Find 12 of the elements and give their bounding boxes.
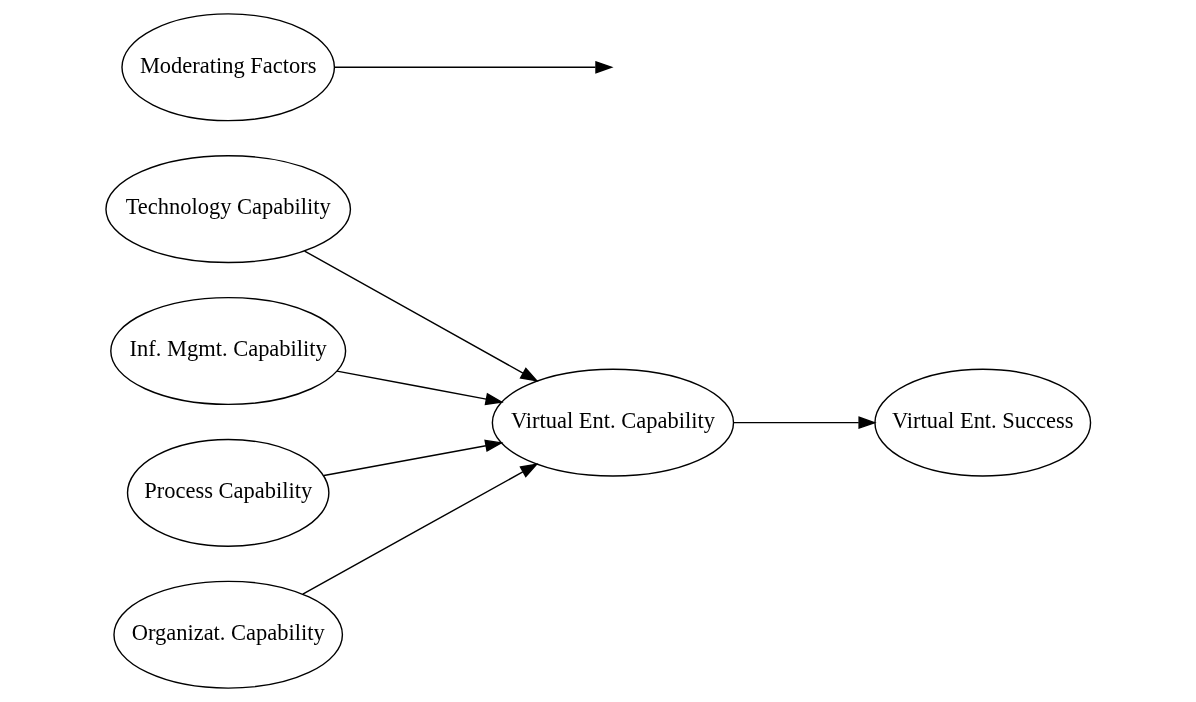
arrow bbox=[333, 60, 614, 74]
arrow bbox=[732, 416, 877, 430]
node-ellipse: Organizat. Capability bbox=[113, 580, 344, 689]
node-ellipse: Moderating Factors bbox=[121, 13, 336, 122]
node-ellipse: Inf. Mgmt. Capability bbox=[110, 296, 347, 406]
node-ellipse: Process Capability bbox=[126, 438, 330, 547]
arrow bbox=[323, 439, 504, 477]
node-ellipse: Virtual Ent. Success bbox=[874, 368, 1092, 477]
arrow bbox=[302, 463, 539, 595]
arrow bbox=[303, 250, 539, 382]
arrow bbox=[336, 370, 504, 406]
node-ellipse: Technology Capability bbox=[105, 155, 352, 264]
